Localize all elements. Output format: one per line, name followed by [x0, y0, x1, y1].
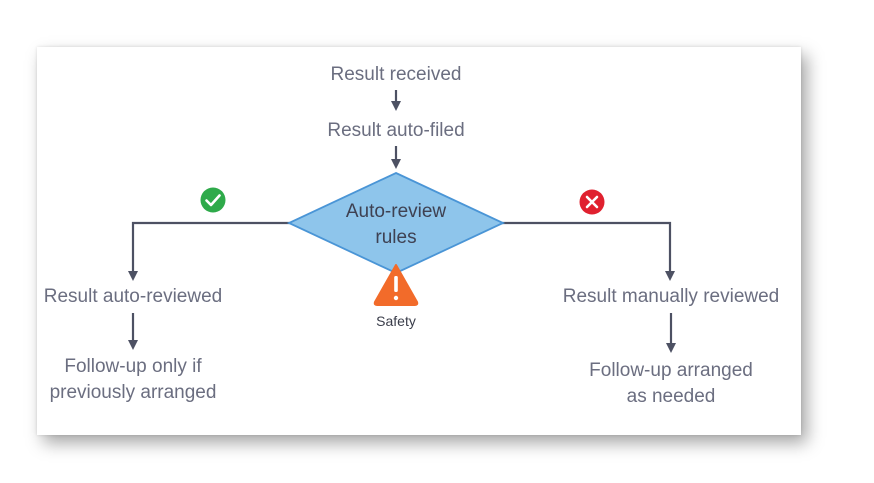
decision-label-line2: rules: [375, 227, 416, 248]
node-result-auto-filed: Result auto-filed: [327, 120, 464, 141]
safety-label: Safety: [376, 313, 416, 329]
node-followup-left-line2: previously arranged: [50, 382, 217, 403]
connector-right-branch: [502, 221, 675, 281]
check-circle-icon: [200, 187, 226, 213]
x-circle-icon: [579, 189, 605, 215]
node-followup-right-line1: Follow-up arranged: [589, 360, 753, 381]
node-result-manually-reviewed: Result manually reviewed: [563, 286, 780, 307]
node-result-received: Result received: [331, 64, 462, 85]
decision-label-line1: Auto-review: [346, 201, 447, 222]
node-result-auto-reviewed: Result auto-reviewed: [44, 286, 222, 307]
decision-diamond: [286, 172, 506, 274]
connector-left-branch: [128, 221, 290, 281]
warning-triangle-icon: [373, 264, 419, 306]
node-followup-right-line2: as needed: [627, 386, 716, 407]
node-followup-left-line1: Follow-up only if: [64, 356, 202, 377]
